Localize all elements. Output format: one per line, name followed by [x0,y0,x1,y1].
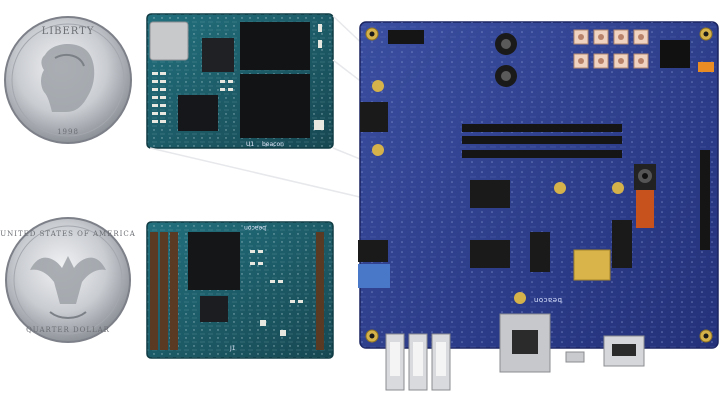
carrier-brand: beacon [533,296,562,304]
module-top-brand: beacon [262,141,284,148]
board-connector-right [316,232,324,350]
coin-legend-liberty: LIBERTY [42,26,95,37]
hdmi-port [603,335,645,367]
usb-ports [385,333,451,391]
coin-legend-usa: UNITED STATES OF AMERICA [0,230,136,238]
ethernet-port [499,313,551,373]
module-bottom-brand: beacon [244,224,266,231]
pin-headers [388,30,710,250]
board-connector-left [150,232,178,350]
module-top-ref: U1 [246,141,254,148]
camera-module [634,164,656,228]
carrier-board: beacon [358,21,719,349]
coin-reverse: UNITED STATES OF AMERICA QUARTER DOLLAR [0,217,136,343]
coin-year: 1998 [57,128,79,136]
som-module-bottom: beacon J1 [146,221,334,359]
module-bottom-ref: J1 [229,345,236,352]
som-module-top: U1 beacon [146,13,334,149]
coin-obverse: LIBERTY 1998 [4,16,132,144]
som-socket-pad [573,249,611,281]
push-buttons [573,29,649,69]
coin-denomination: QUARTER DOLLAR [26,326,110,334]
micro-usb-port [565,351,585,363]
